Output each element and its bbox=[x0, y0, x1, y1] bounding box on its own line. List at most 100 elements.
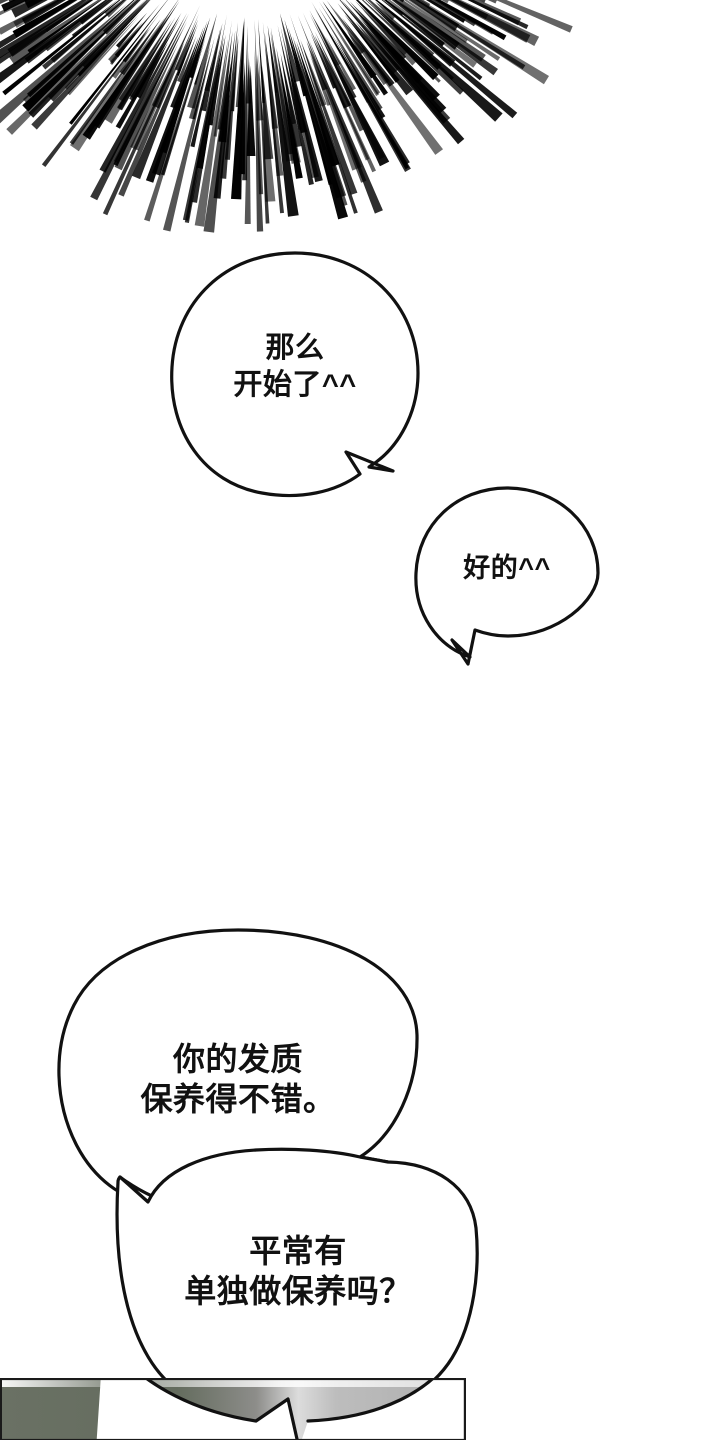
burst-spike bbox=[194, 58, 203, 85]
burst-spike bbox=[190, 60, 213, 148]
burst-spike bbox=[318, 1, 381, 95]
burst-spike bbox=[314, 31, 364, 132]
burst-spike bbox=[279, 13, 301, 83]
burst-spike bbox=[314, 35, 352, 109]
burst-spike bbox=[310, 50, 362, 171]
burst-spike bbox=[310, 32, 337, 89]
burst-spike bbox=[301, 42, 327, 107]
burst-spike bbox=[281, 42, 303, 131]
bubble-care-question-bottom-outline-right bbox=[306, 1378, 436, 1423]
burst-spike bbox=[0, 0, 108, 84]
burst-spike bbox=[235, 20, 244, 108]
burst-spike bbox=[314, 18, 341, 67]
burst-spike bbox=[322, 1, 388, 96]
burst-spike bbox=[175, 19, 199, 72]
burst-spike bbox=[0, 4, 127, 124]
burst-spike bbox=[467, 0, 529, 30]
burst-spike bbox=[309, 10, 357, 99]
burst-spike bbox=[27, 0, 102, 53]
burst-spike bbox=[23, 0, 139, 107]
burst-spike bbox=[265, 43, 279, 129]
burst-spike bbox=[213, 20, 232, 137]
burst-spike bbox=[113, 21, 188, 167]
burst-spike bbox=[177, 35, 197, 83]
burst-spike bbox=[375, 0, 518, 119]
burst-spike bbox=[381, 0, 483, 81]
burst-spike bbox=[335, 38, 386, 119]
burst-spike bbox=[281, 58, 296, 125]
burst-spike bbox=[254, 49, 264, 232]
panel-top-gloss bbox=[0, 1378, 466, 1387]
burst-spike bbox=[339, 0, 465, 145]
burst-spike bbox=[7, 0, 94, 57]
burst-spike bbox=[45, 0, 112, 52]
burst-spike bbox=[31, 14, 140, 130]
burst-spike bbox=[313, 38, 370, 161]
burst-spike bbox=[192, 54, 210, 120]
burst-spike bbox=[296, 41, 340, 167]
burst-spike bbox=[111, 26, 152, 79]
burst-spike bbox=[27, 0, 135, 98]
burst-spike bbox=[217, 31, 233, 130]
burst-spike bbox=[326, 0, 390, 86]
burst-spike bbox=[41, 13, 160, 167]
burst-spike bbox=[314, 7, 370, 103]
burst-spike bbox=[118, 29, 166, 102]
burst-spike bbox=[0, 0, 9, 4]
burst-spike bbox=[309, 40, 383, 214]
burst-spike bbox=[187, 13, 218, 109]
burst-spike bbox=[375, 1, 397, 21]
burst-spike bbox=[42, 0, 126, 70]
burst-spike bbox=[103, 0, 141, 35]
burst-spike bbox=[478, 0, 486, 3]
burst-spike bbox=[288, 27, 348, 220]
burst-spike bbox=[67, 16, 140, 96]
burst-spike bbox=[8, 0, 16, 3]
burst-spike bbox=[342, 18, 395, 87]
burst-spike bbox=[2, 0, 121, 96]
burst-spike bbox=[24, 0, 111, 64]
bubble-start-shape bbox=[170, 251, 420, 498]
burst-spike bbox=[487, 0, 497, 4]
burst-spike bbox=[330, 32, 410, 165]
burst-spike bbox=[373, 7, 442, 70]
burst-spike bbox=[355, 21, 400, 74]
burst-spike bbox=[345, 0, 423, 84]
panel-border bbox=[0, 1378, 466, 1440]
burst-spike bbox=[344, 14, 392, 73]
burst-spike bbox=[270, 31, 294, 162]
burst-spike bbox=[322, 39, 390, 167]
burst-spike bbox=[276, 47, 301, 164]
burst-spike bbox=[278, 57, 303, 179]
burst-spike bbox=[56, 0, 60, 1]
burst-spike bbox=[271, 55, 278, 93]
burst-spike bbox=[258, 48, 270, 224]
burst-spike bbox=[262, 21, 284, 214]
bubble-care-question-bottom-outline bbox=[143, 1378, 299, 1440]
burst-spike bbox=[176, 33, 195, 76]
burst-spike bbox=[12, 0, 76, 38]
burst-spike bbox=[108, 22, 143, 63]
burst-spike bbox=[361, 0, 464, 95]
bubble-ok-shape bbox=[414, 486, 600, 666]
burst-spike bbox=[182, 45, 221, 221]
burst-spike bbox=[325, 36, 356, 91]
burst-spike bbox=[300, 39, 358, 195]
burst-spike bbox=[28, 0, 146, 118]
burst-spike bbox=[194, 38, 228, 227]
burst-spike bbox=[403, 0, 468, 43]
burst-spike bbox=[337, 3, 414, 96]
burst-spike bbox=[349, 1, 407, 62]
burst-spike bbox=[448, 0, 531, 43]
burst-spike bbox=[0, 0, 78, 49]
burst-spike bbox=[408, 0, 501, 61]
burst-spike bbox=[289, 14, 358, 214]
burst-spike bbox=[280, 26, 319, 179]
burst-spike bbox=[264, 31, 284, 177]
burst-spike bbox=[246, 58, 252, 104]
burst-spike bbox=[441, 0, 450, 4]
